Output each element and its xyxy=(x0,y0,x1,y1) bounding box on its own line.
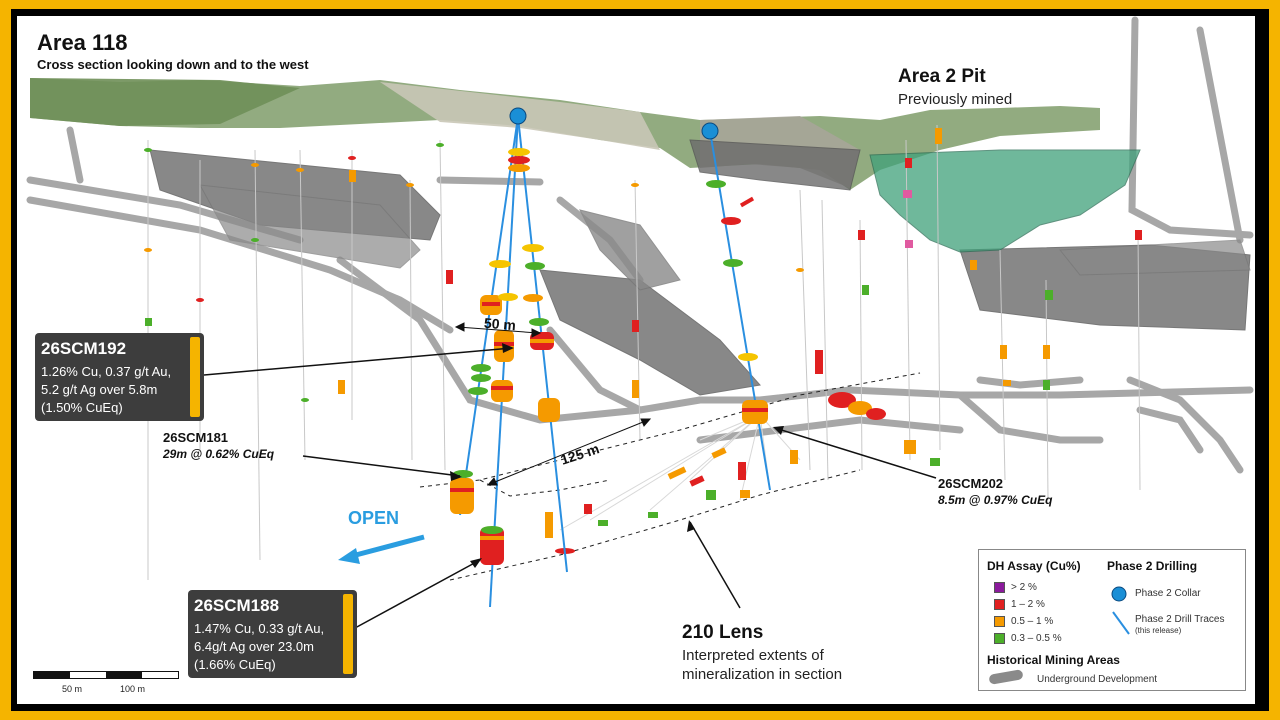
label-26scm202-value: 8.5m @ 0.97% CuEq xyxy=(938,493,1053,507)
lens-subtitle-line: Interpreted extents of xyxy=(682,647,824,664)
label-26scm181-value: 29m @ 0.62% CuEq xyxy=(163,447,275,461)
legend-swatch-03-05 xyxy=(994,633,1005,644)
legend-label: 1 – 2 % xyxy=(1011,599,1045,610)
scale-label-50: 50 m xyxy=(62,684,83,694)
label-26scm181: 26SCM181 xyxy=(163,430,229,445)
callout-hole-id: 26SCM188 xyxy=(194,596,280,615)
legend-icons xyxy=(989,586,1130,685)
leader-arrowheads xyxy=(450,343,784,568)
legend-label: 0.5 – 1 % xyxy=(1011,616,1054,627)
collar-icon xyxy=(1111,586,1127,602)
open-label: OPEN xyxy=(348,508,400,528)
pit-subtitle: Previously mined xyxy=(898,91,1013,108)
legend-assay-title: DH Assay (Cu%) xyxy=(987,559,1081,573)
callout-line: 6.4g/t Ag over 23.0m xyxy=(194,639,314,654)
label-26scm202: 26SCM202 xyxy=(938,476,1004,491)
figure-title: Area 118 xyxy=(37,30,128,55)
drill-trace-icon xyxy=(1112,611,1130,635)
callout-leaders xyxy=(203,347,937,629)
legend-trace-label: Phase 2 Drill Traces xyxy=(1135,614,1225,625)
callout-hole-id: 26SCM192 xyxy=(41,339,127,358)
callout-accent-bar xyxy=(343,594,353,674)
callout-accent-bar xyxy=(190,337,200,417)
scale-bar-segment xyxy=(106,672,142,678)
legend-historical-title: Historical Mining Areas xyxy=(987,653,1120,667)
scale-label-100: 100 m xyxy=(120,684,146,694)
lens-subtitle-line: mineralization in section xyxy=(682,666,843,683)
phase2-intercepts xyxy=(450,148,768,565)
tunnel-network xyxy=(26,16,1254,474)
legend-swatch-1-2 xyxy=(994,599,1005,610)
callout-line: 1.47% Cu, 0.33 g/t Au, xyxy=(194,621,325,636)
phase2-collars xyxy=(509,107,719,140)
historical-assay-intervals xyxy=(144,128,1142,402)
distance-50m: 50 m xyxy=(483,314,517,334)
callout-line: 5.2 g/t Ag over 5.8m xyxy=(41,382,158,397)
callout-26scm188: 26SCM188 1.47% Cu, 0.33 g/t Au, 6.4g/t A… xyxy=(188,590,357,678)
callout-line: (1.50% CuEq) xyxy=(41,400,123,415)
legend-label: 0.3 – 0.5 % xyxy=(1011,633,1062,644)
callout-26scm192: 26SCM192 1.26% Cu, 0.37 g/t Au, 5.2 g/t … xyxy=(35,333,204,421)
open-arrow xyxy=(338,534,425,564)
legend-trace-note: (this release) xyxy=(1135,626,1182,635)
figure-subtitle: Cross section looking down and to the we… xyxy=(37,57,309,72)
scale-bar-segment xyxy=(34,672,70,678)
underground-development-icon xyxy=(989,669,1023,685)
callout-line: (1.66% CuEq) xyxy=(194,657,276,672)
underground-workings xyxy=(149,139,1251,396)
legend-swatch-gt2 xyxy=(994,582,1005,593)
historical-drill-holes xyxy=(147,124,1141,580)
pit-title: Area 2 Pit xyxy=(898,66,986,87)
lens-intercepts xyxy=(545,392,940,554)
legend: DH Assay (Cu%) Phase 2 Drilling > 2 % 1 … xyxy=(978,549,1246,691)
legend-label: > 2 % xyxy=(1011,582,1037,593)
legend-drilling-title: Phase 2 Drilling xyxy=(1107,559,1198,573)
distance-arrows xyxy=(454,322,652,486)
legend-ug-label: Underground Development xyxy=(1037,674,1158,685)
callout-line: 1.26% Cu, 0.37 g/t Au, xyxy=(41,364,172,379)
legend-collar-label: Phase 2 Collar xyxy=(1135,588,1201,599)
scale-bar xyxy=(33,671,179,679)
lens-title: 210 Lens xyxy=(682,622,764,643)
legend-swatch-05-1 xyxy=(994,616,1005,627)
